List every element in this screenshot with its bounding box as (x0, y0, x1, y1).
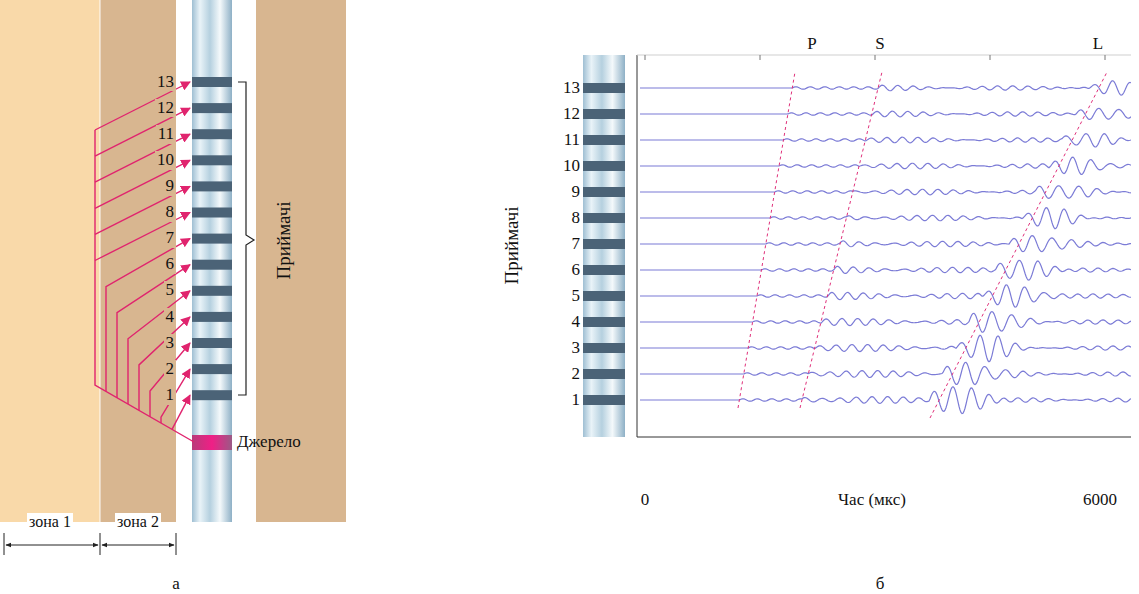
arrival-lines (738, 72, 1107, 418)
zone-label: зона 2 (115, 513, 161, 531)
panel-label: б (876, 575, 885, 594)
receiver-bars (583, 83, 625, 405)
panel-label: а (172, 575, 180, 594)
zone-label: зона 1 (27, 513, 73, 531)
axis-title: Час (мкс) (838, 491, 906, 510)
receiver-number: 10 (563, 157, 580, 176)
ray-paths (95, 82, 194, 442)
receiver-number: 9 (164, 177, 177, 196)
wave-label: L (1093, 35, 1103, 54)
receiver-number: 5 (164, 281, 177, 300)
bracket (238, 82, 254, 395)
dimension-arrow (6, 545, 98, 546)
dimension-arrow (102, 545, 174, 546)
receiver-number: 13 (563, 79, 580, 98)
receiver-bars (192, 77, 232, 400)
source-label: Джерело (237, 433, 301, 452)
receiver-number: 10 (155, 151, 176, 170)
wave-label: S (875, 35, 884, 54)
receiver-number: 8 (572, 209, 581, 228)
receiver-number: 11 (156, 125, 176, 144)
receiver-number: 13 (155, 73, 176, 92)
axis-tick-label: 0 (641, 491, 650, 510)
zone-2-band (100, 0, 176, 522)
receiver-number: 4 (164, 308, 177, 327)
receiver-number: 9 (572, 183, 581, 202)
logging-tool (583, 55, 625, 437)
receiver-number: 5 (572, 287, 581, 306)
receiver-number: 7 (164, 229, 177, 248)
receiver-number: 11 (564, 131, 580, 150)
receiver-number: 12 (563, 105, 580, 124)
receiver-number: 3 (164, 334, 177, 353)
receiver-number: 4 (572, 313, 581, 332)
receiver-number: 8 (164, 203, 177, 222)
receiver-number: 12 (155, 99, 176, 118)
receiver-number: 6 (572, 261, 581, 280)
receiver-number: 1 (572, 391, 581, 410)
zone-1-band (0, 0, 100, 522)
receiver-number: 2 (164, 360, 177, 379)
axis-tick-label: 6000 (1083, 491, 1117, 510)
receivers-label: Приймачі (274, 201, 295, 279)
wave-label: P (807, 35, 816, 54)
logging-tool (192, 0, 232, 522)
source-symbol (192, 435, 232, 450)
receiver-number: 2 (572, 365, 581, 384)
receiver-number: 3 (572, 339, 581, 358)
waveforms (640, 81, 1131, 414)
receiver-number: 6 (164, 255, 177, 274)
receiver-number: 7 (572, 235, 581, 254)
receiver-number: 1 (164, 386, 177, 405)
axis-title: Приймачі (502, 206, 523, 284)
